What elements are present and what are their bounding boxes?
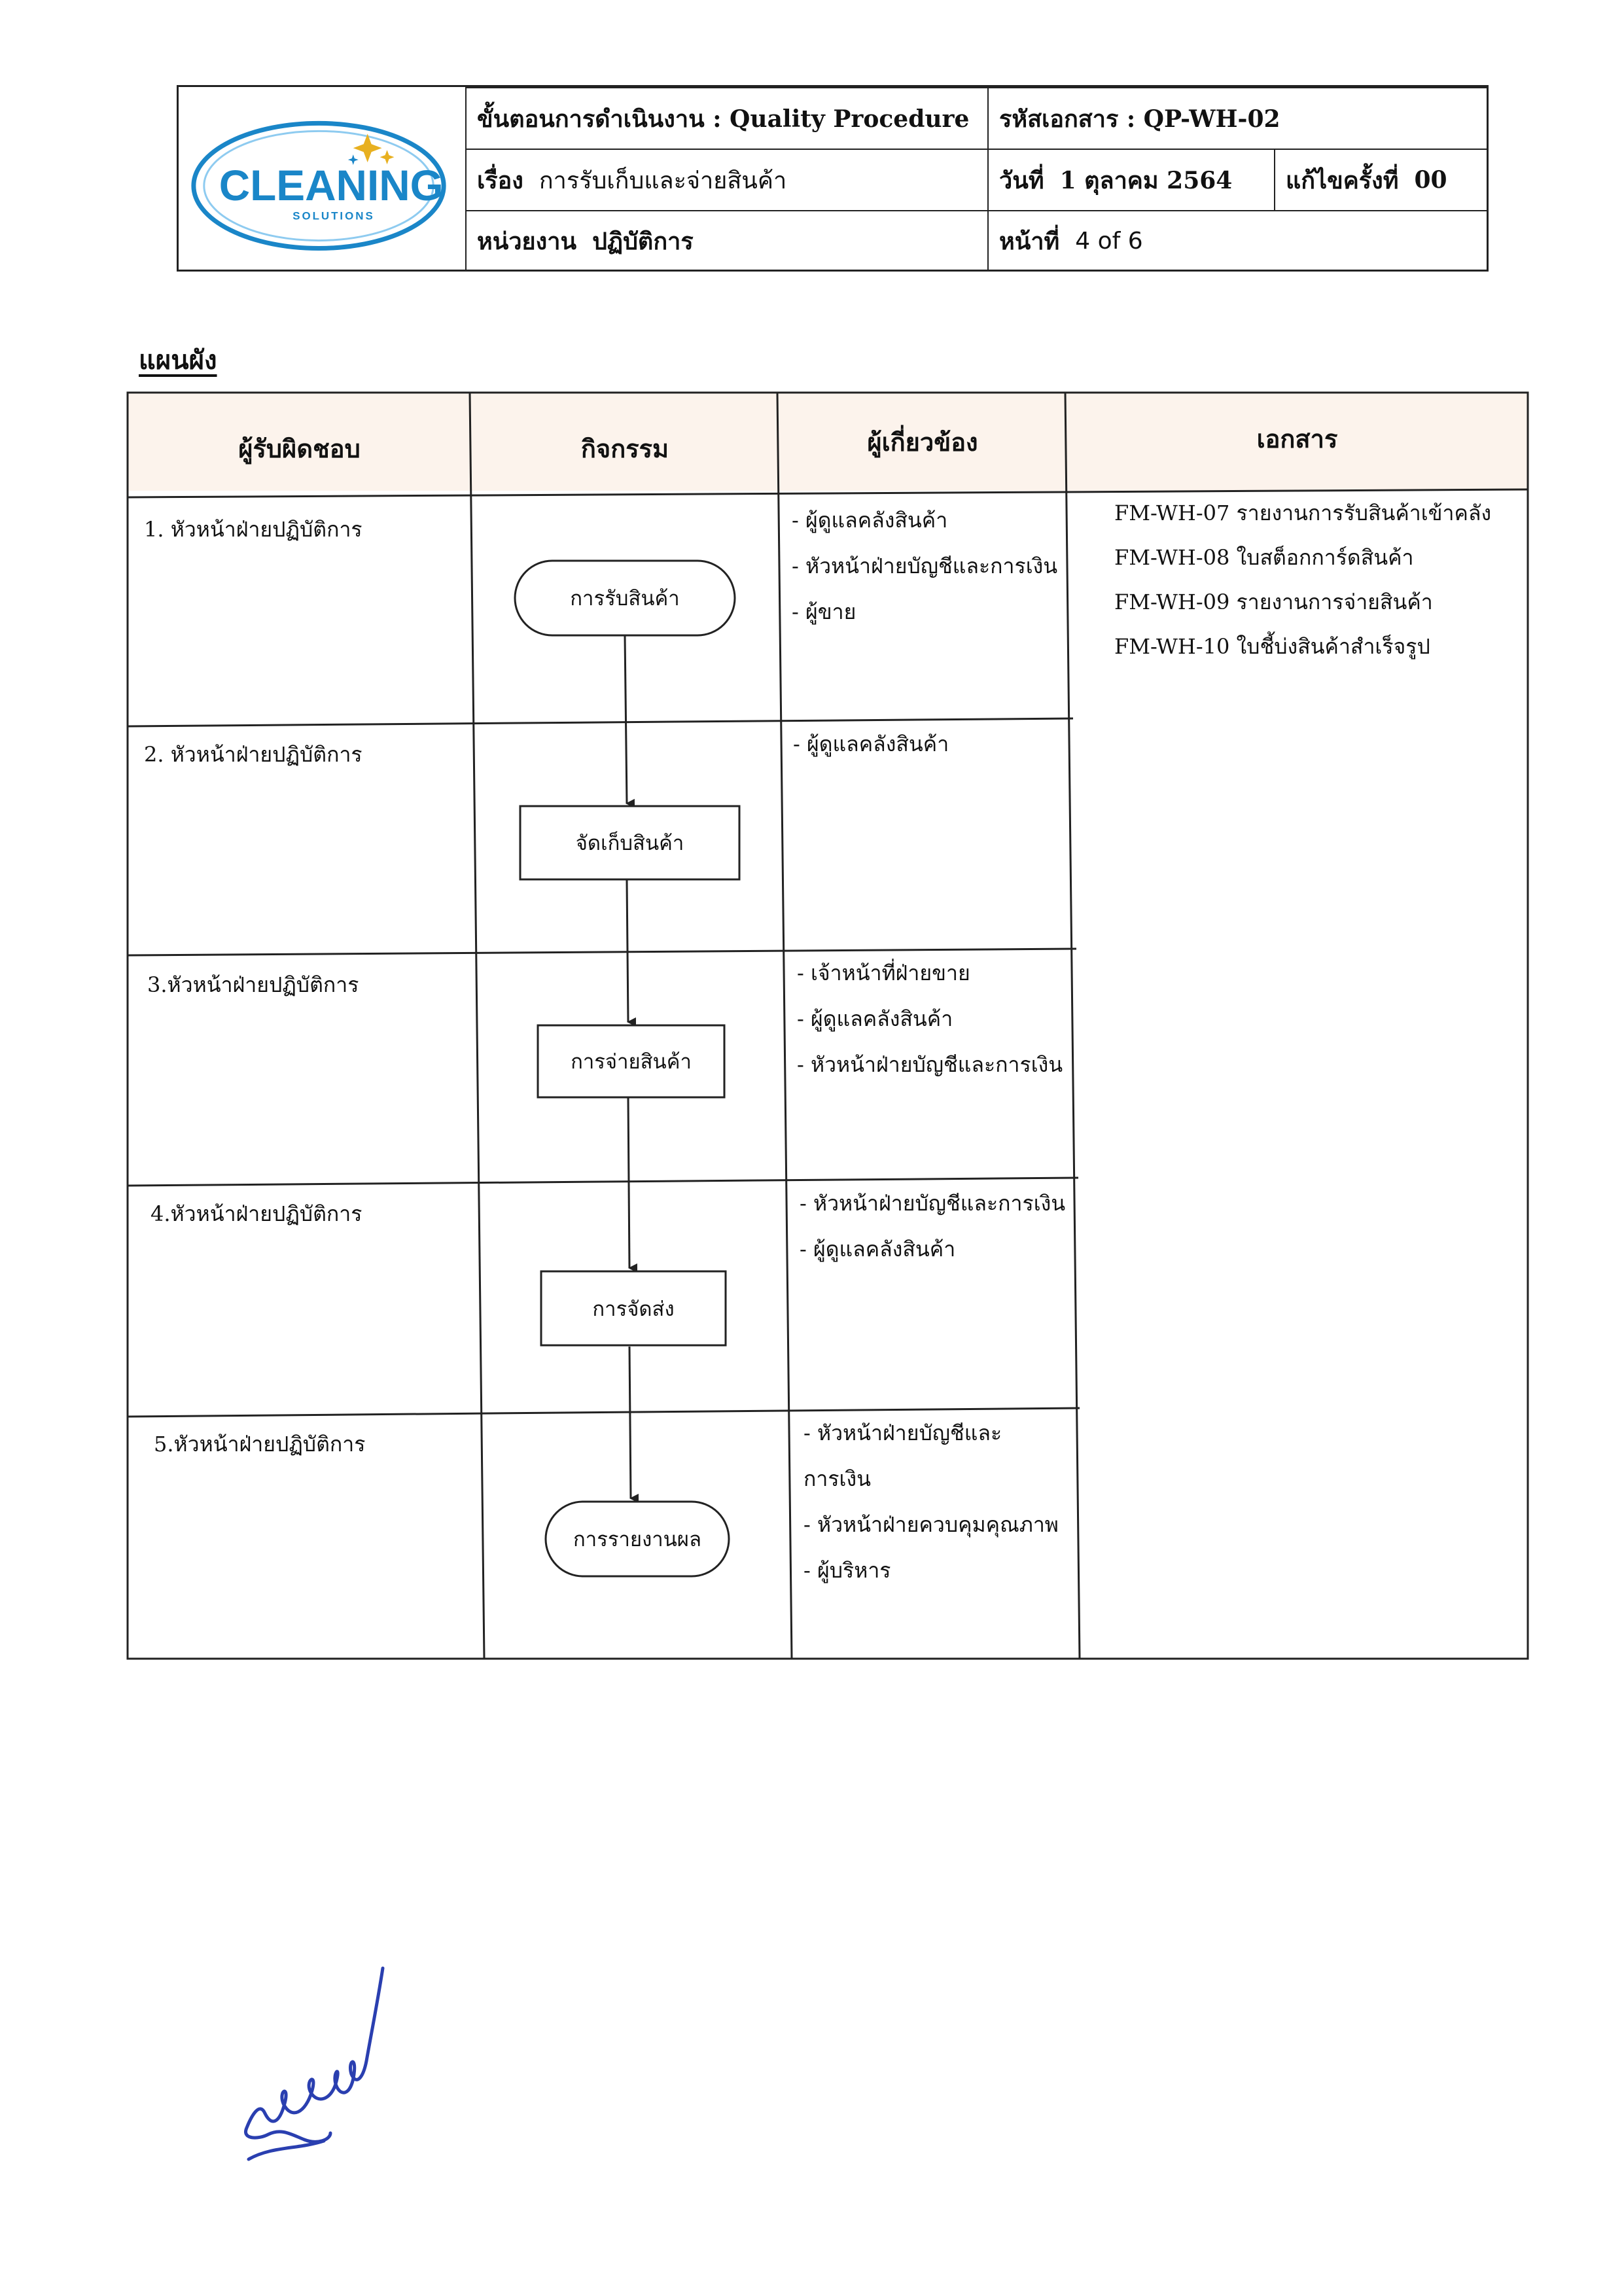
responsible-cell: 5.หัวหน้าฝ่ายปฏิบัติการ [154,1432,366,1457]
date-value: 1 ตุลาคม 2564 [1059,166,1233,194]
process-shape [519,805,741,881]
document-item: FM-WH-08 ใบสต็อกการ์ดสินค้า [1114,545,1414,570]
handwritten-signature [244,1966,385,2161]
involved-list: - ผู้ดูแลคลังสินค้า - หัวหน้าฝ่ายบัญชีแล… [792,497,1057,635]
involved-item: - ผู้ดูแลคลังสินค้า [797,1006,953,1031]
document-header: CLEANING SOLUTIONS ขั้นตอนการดำเนินงาน :… [177,85,1489,272]
involved-list: - หัวหน้าฝ่ายบัญชีและการเงิน - ผู้ดูแลคล… [800,1180,1065,1272]
involved-item: - หัวหน้าฝ่ายบัญชีและการเงิน [797,1052,1063,1077]
table-header-fill [128,393,1528,491]
involved-item: - ผู้ดูแลคลังสินค้า [793,732,949,756]
responsible-cell: 2. หัวหน้าฝ่ายปฏิบัติการ [144,742,362,767]
column-header-involved: ผู้เกี่ยวข้อง [867,427,978,457]
involved-item: - ผู้ขาย [792,599,856,624]
logo-subtitle: SOLUTIONS [292,210,375,222]
activity-label: จัดเก็บสินค้า [575,832,684,855]
activity-label: การจัดส่ง [592,1297,675,1321]
documents-list: FM-WH-07 รายงานการรับสินค้าเข้าคลัง FM-W… [1114,491,1491,669]
terminator-shape [514,559,736,637]
involved-item: - เจ้าหน้าที่ฝ่ายขาย [797,961,970,985]
involved-list: - เจ้าหน้าที่ฝ่ายขาย - ผู้ดูแลคลังสินค้า… [797,950,1063,1087]
involved-list: - ผู้ดูแลคลังสินค้า [793,721,949,767]
unit-field: หน่วยงานปฏิบัติการ [465,210,989,272]
column-header-documents: เอกสาร [1256,423,1338,453]
revision-field: แก้ไขครั้งที่00 [1274,149,1489,211]
column-header-responsible: ผู้รับผิดชอบ [238,433,361,463]
document-item: FM-WH-09 รายงานการจ่ายสินค้า [1114,590,1433,614]
flow-arrow [626,879,637,1027]
involved-item: - ผู้บริหาร [803,1558,891,1583]
cleaning-solutions-logo: CLEANING SOLUTIONS [191,120,446,251]
involved-item: การเงิน [803,1466,871,1491]
process-shape [537,1024,726,1099]
involved-item: - หัวหน้าฝ่ายบัญชีและการเงิน [800,1191,1066,1216]
activity-label: การรายงานผล [573,1528,701,1551]
procedure-title: ขั้นตอนการดำเนินงาน : Quality Procedure [465,87,989,150]
involved-item: - ผู้ดูแลคลังสินค้า [800,1237,956,1262]
flow-arrow [627,1097,638,1273]
process-shape [540,1270,727,1347]
logo-cell: CLEANING SOLUTIONS [179,87,467,272]
flowchart-table-grid [126,391,1529,1660]
flow-arrow [624,635,635,808]
column-header-activity: กิจกรรม [580,433,669,463]
responsible-cell: 1. หัวหน้าฝ่ายปฏิบัติการ [144,517,362,542]
page-value: 4 of 6 [1075,227,1143,255]
terminator-shape [544,1500,730,1578]
subject-value: การรับเก็บและจ่ายสินค้า [538,167,787,194]
flow-arrow [628,1346,639,1503]
activity-label: การรับสินค้า [570,587,680,610]
subject-field: เรื่องการรับเก็บและจ่ายสินค้า [465,149,989,211]
activity-label: การจ่ายสินค้า [571,1050,692,1074]
logo-wordmark: CLEANING [219,162,444,209]
document-item: FM-WH-07 รายงานการรับสินค้าเข้าคลัง [1114,501,1492,525]
involved-item: - หัวหน้าฝ่ายควบคุมคุณภาพ [803,1512,1059,1537]
involved-item: - ผู้ดูแลคลังสินค้า [792,508,948,533]
unit-value: ปฏิบัติการ [592,227,694,255]
section-title: แผนผัง [139,345,217,376]
page-field: หน้าที่4 of 6 [987,210,1489,272]
table-outer-border [126,391,1529,1660]
involved-item: - หัวหน้าฝ่ายบัญชีและการเงิน [792,554,1058,578]
document-item: FM-WH-10 ใบชี้บ่งสินค้าสำเร็จรูป [1114,634,1430,659]
responsible-cell: 4.หัวหน้าฝ่ายปฏิบัติการ [150,1201,362,1226]
revision-value: 00 [1414,166,1447,194]
involved-item: - หัวหน้าฝ่ายบัญชีและ [803,1421,1002,1445]
responsible-cell: 3.หัวหน้าฝ่ายปฏิบัติการ [147,972,359,997]
involved-list: - หัวหน้าฝ่ายบัญชีและ การเงิน - หัวหน้าฝ… [803,1410,1059,1593]
